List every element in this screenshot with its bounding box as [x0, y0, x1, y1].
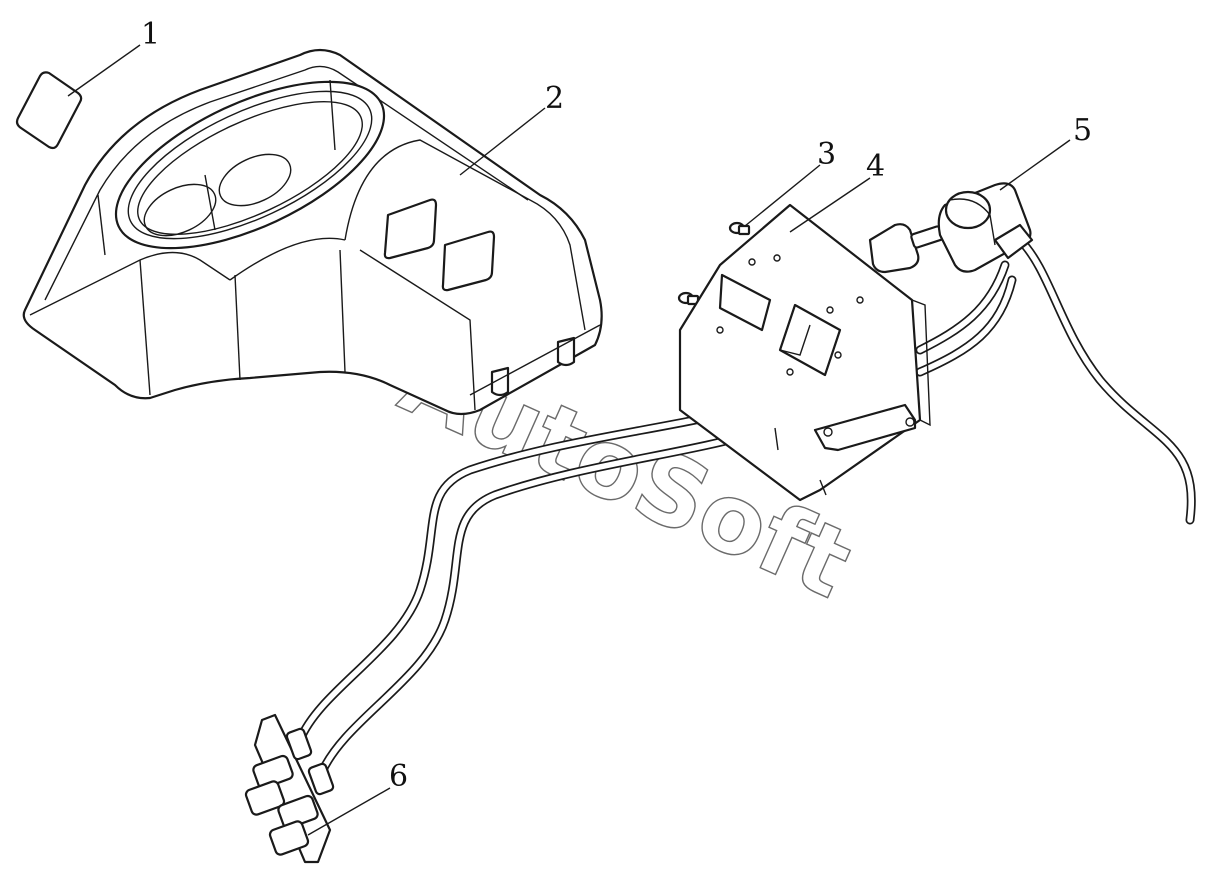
part-6-bulkhead-fitting: [244, 713, 335, 864]
callout-6: 6: [389, 759, 408, 794]
part-1-cover-plate: [15, 71, 83, 150]
part-5-connector: [868, 182, 1034, 274]
callout-2: 2: [545, 81, 564, 116]
callout-4: 4: [866, 149, 885, 184]
callout-1: 1: [141, 17, 160, 52]
part-3-screws: [677, 221, 751, 306]
callout-numbers: 1 2 3 4 5 6: [141, 17, 1092, 794]
hose-group: [295, 235, 1196, 777]
part-4-bracket: [678, 203, 931, 502]
callout-3: 3: [817, 137, 836, 172]
leader-lines: [67, 44, 1071, 836]
part-2-console-housing: [22, 48, 603, 416]
callout-5: 5: [1073, 113, 1092, 148]
